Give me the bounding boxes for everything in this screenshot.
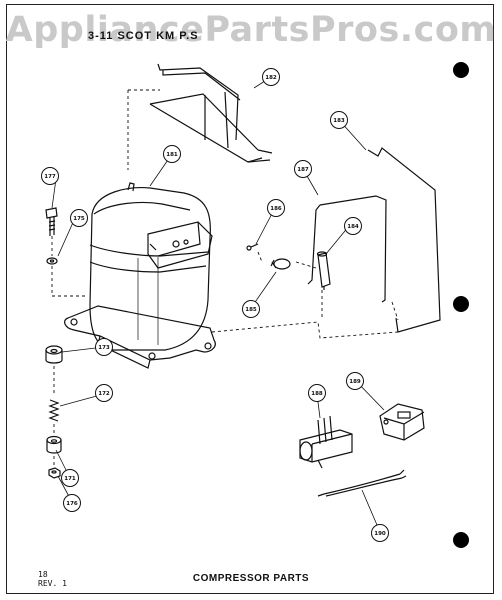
callout-186: 186 [270, 206, 282, 212]
grommet-171 [46, 435, 62, 454]
page-caption: COMPRESSOR PARTS [192, 573, 310, 584]
binder-hole-top [453, 62, 469, 78]
callout-182: 182 [265, 75, 277, 81]
callout-171: 171 [64, 476, 76, 482]
upper-bracket [149, 63, 273, 163]
terminal-block-189 [379, 403, 425, 441]
callout-184: 184 [347, 224, 359, 230]
callout-185: 185 [245, 307, 257, 313]
nut-176 [48, 467, 61, 479]
bolt-177 [45, 207, 58, 236]
drawing-frame [6, 4, 494, 594]
page-number-block: 18 REV. 1 [38, 570, 67, 588]
long-rod [367, 147, 441, 333]
callout-190: 190 [374, 531, 386, 537]
binder-hole-bottom [453, 532, 469, 548]
page-header: 3-11 SCOT KM P.S [88, 30, 199, 42]
spring-172 [48, 399, 60, 422]
page-number: 18 [38, 570, 48, 579]
screw-186 [246, 243, 259, 251]
revision-label: REV. 1 [38, 579, 67, 588]
callout-177: 177 [44, 174, 56, 180]
wire-bracket [307, 195, 387, 303]
compressor-body [64, 182, 216, 369]
binder-hole-middle [453, 296, 469, 312]
callout-181: 181 [166, 152, 178, 158]
callout-176: 176 [66, 501, 78, 507]
clamp-185 [270, 258, 291, 270]
callout-172: 172 [98, 391, 110, 397]
relay-188 [299, 415, 353, 469]
callout-175: 175 [73, 216, 85, 222]
washer-175 [46, 257, 58, 265]
overload-cylinder [316, 251, 331, 290]
callout-189: 189 [349, 379, 361, 385]
callout-187: 187 [297, 167, 309, 173]
callout-173: 173 [98, 345, 110, 351]
callout-183: 183 [333, 118, 345, 124]
wire-harness-190 [317, 469, 407, 497]
grommet-173 [45, 345, 63, 364]
watermark: AppliancePartsPros.com [5, 10, 497, 50]
callout-188: 188 [311, 391, 323, 397]
